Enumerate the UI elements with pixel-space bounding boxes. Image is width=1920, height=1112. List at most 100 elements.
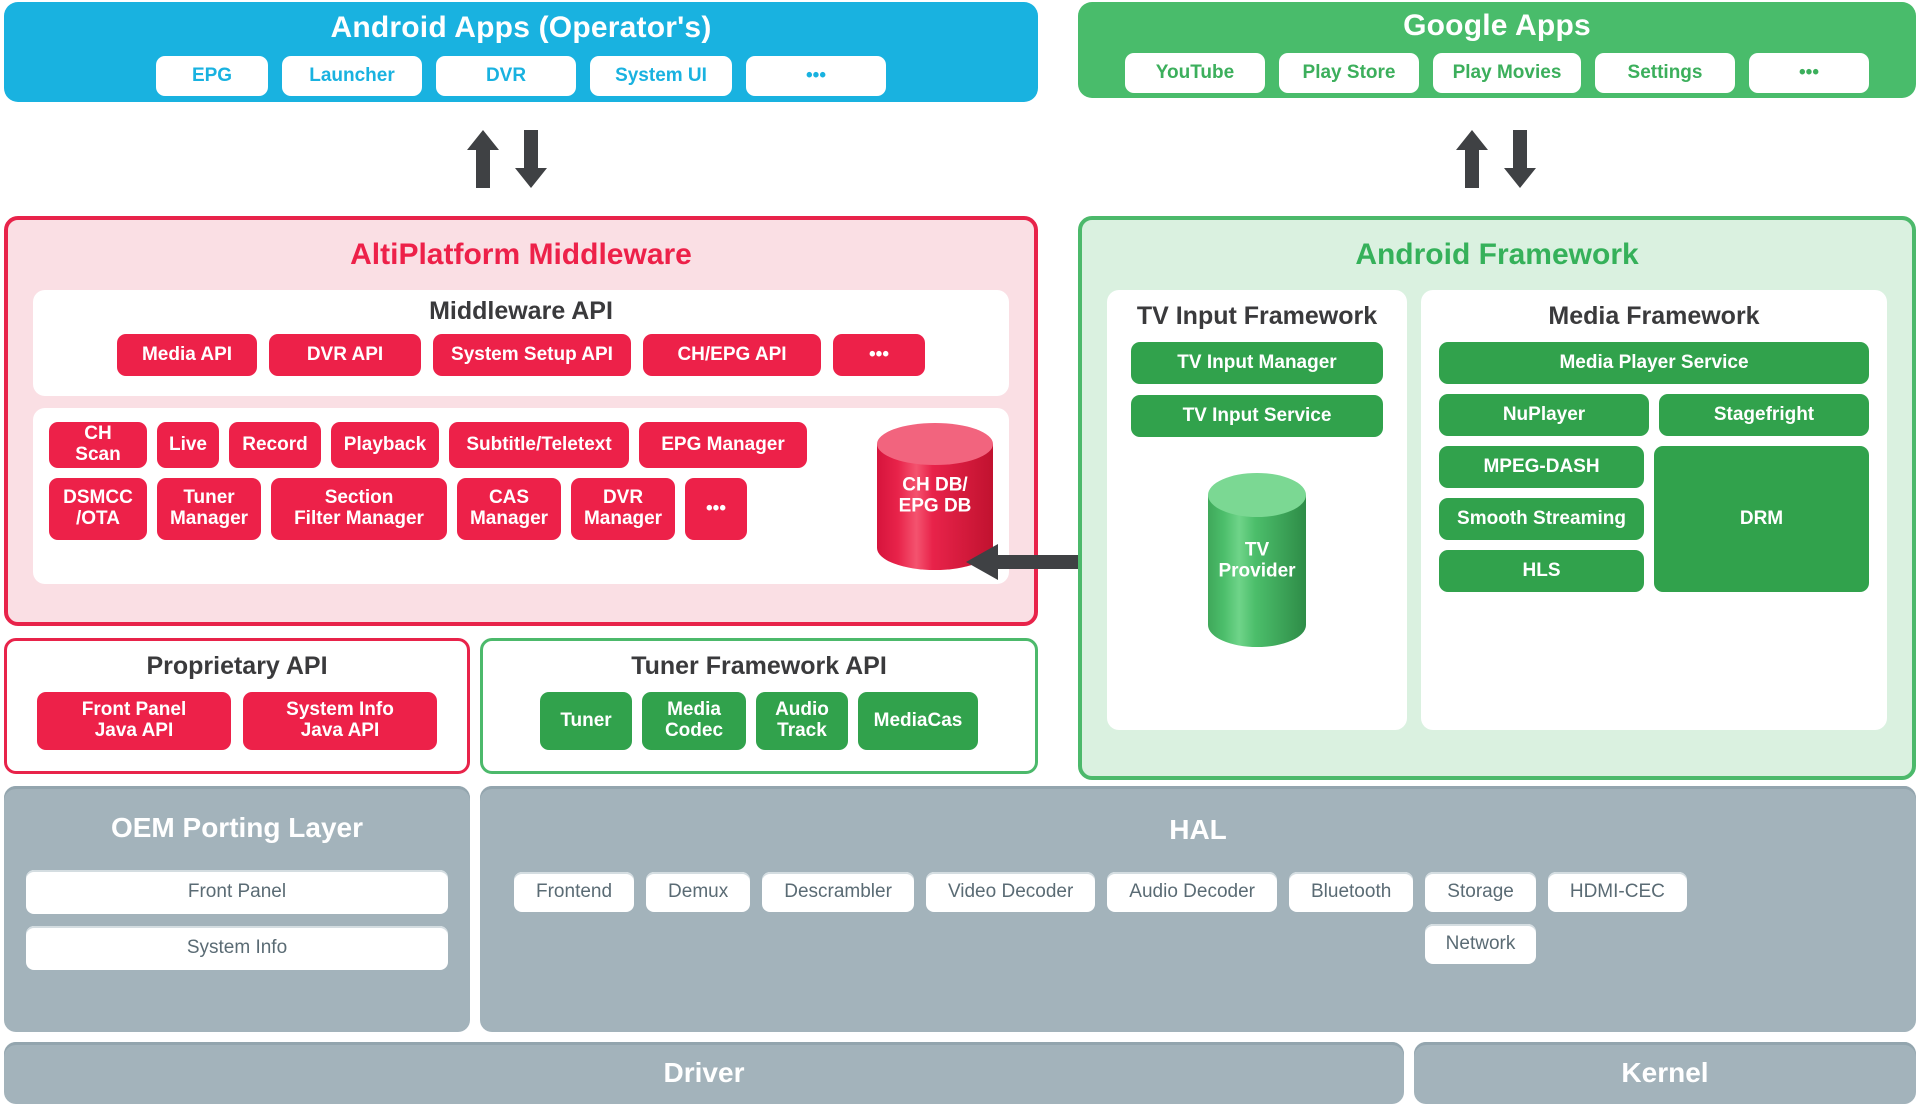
chip-demux[interactable]: Demux [646,872,751,912]
chip-tuner[interactable]: Tuner [540,692,632,750]
middleware-title: AltiPlatform Middleware [350,238,692,271]
hal-row-2: Network [514,924,1882,964]
tv-provider-label: TV Provider [1218,539,1296,582]
module-playback[interactable]: Playback [331,422,439,468]
chip-stagefright[interactable]: Stagefright [1659,394,1869,436]
module-epg-manager[interactable]: EPG Manager [639,422,807,468]
middleware-api-card: Middleware API Media API DVR API System … [33,290,1009,396]
chip-more-icon[interactable]: ••• [833,334,925,376]
app-chip-play-movies[interactable]: Play Movies [1433,53,1581,93]
driver-panel: Driver [4,1042,1404,1104]
chip-storage[interactable]: Storage [1425,872,1536,912]
module-section-filter-manager[interactable]: Section Filter Manager [271,478,447,540]
chip-front-panel-java-api[interactable]: Front Panel Java API [37,692,231,750]
chip-smooth-streaming[interactable]: Smooth Streaming [1439,498,1644,540]
media-framework-title: Media Framework [1548,302,1760,330]
chip-audio-decoder[interactable]: Audio Decoder [1107,872,1277,912]
chip-system-info[interactable]: System Info [26,926,448,970]
tv-input-framework-title: TV Input Framework [1136,302,1378,330]
media-framework-split-row: NuPlayer Stagefright [1439,394,1869,436]
hal-row-1: Frontend Demux Descrambler Video Decoder… [514,872,1882,912]
chip-media-api[interactable]: Media API [117,334,257,376]
app-chip-launcher[interactable]: Launcher [282,56,422,96]
app-chip-more-icon[interactable]: ••• [746,56,886,96]
middleware-modules-row-2: DSMCC /OTA Tuner Manager Section Filter … [49,478,861,540]
oem-porting-layer-title: OEM Porting Layer [110,812,364,843]
hal-title: HAL [1169,814,1227,845]
chip-bluetooth[interactable]: Bluetooth [1289,872,1414,912]
arrow-pair-right [1455,128,1537,190]
module-ch-scan[interactable]: CH Scan [49,422,147,468]
app-chip-settings[interactable]: Settings [1595,53,1735,93]
module-cas-manager[interactable]: CAS Manager [457,478,561,540]
chip-mediacas[interactable]: MediaCas [858,692,978,750]
chip-mpeg-dash[interactable]: MPEG-DASH [1439,446,1644,488]
chip-media-player-service[interactable]: Media Player Service [1439,342,1869,384]
chip-tv-input-service[interactable]: TV Input Service [1131,395,1383,437]
chip-system-setup-api[interactable]: System Setup API [433,334,631,376]
chip-hdmi-cec[interactable]: HDMI-CEC [1547,872,1687,912]
google-apps-panel: Google Apps YouTube Play Store Play Movi… [1078,2,1916,98]
database-cylinder-icon [877,423,993,570]
google-apps-chip-row: YouTube Play Store Play Movies Settings … [1125,53,1869,93]
android-framework-cards: TV Input Framework TV Input Manager TV I… [1107,290,1887,730]
tuner-framework-api-title: Tuner Framework API [631,652,887,680]
module-tuner-manager[interactable]: Tuner Manager [157,478,261,540]
arrow-pair-left [466,128,548,190]
middleware-modules-columns: CH Scan Live Record Playback Subtitle/Te… [49,422,861,540]
hal-rows: Frontend Demux Descrambler Video Decoder… [480,872,1916,964]
android-apps-title: Android Apps (Operator's) [330,11,712,44]
chip-descrambler[interactable]: Descrambler [762,872,914,912]
chip-tv-input-manager[interactable]: TV Input Manager [1131,342,1383,384]
media-framework-card: Media Framework Media Player Service NuP… [1421,290,1887,730]
chip-dvr-api[interactable]: DVR API [269,334,421,376]
app-chip-dvr[interactable]: DVR [436,56,576,96]
app-chip-more-icon[interactable]: ••• [1749,53,1869,93]
chip-system-info-java-api[interactable]: System Info Java API [243,692,437,750]
chip-front-panel[interactable]: Front Panel [26,870,448,914]
altiplatform-middleware-panel: AltiPlatform Middleware Middleware API M… [4,216,1038,626]
chip-network[interactable]: Network [1425,924,1536,964]
module-subtitle-teletext[interactable]: Subtitle/Teletext [449,422,629,468]
chip-drm[interactable]: DRM [1654,446,1869,592]
kernel-panel: Kernel [1414,1042,1916,1104]
tv-provider-database-cylinder: TV Provider [1206,471,1308,651]
ch-epg-database-cylinder: CH DB/ EPG DB [875,422,995,570]
module-live[interactable]: Live [157,422,219,468]
oem-porting-layer-panel: OEM Porting Layer Front Panel System Inf… [4,786,470,1032]
android-apps-chip-row: EPG Launcher DVR System UI ••• [156,56,886,96]
tv-input-framework-card: TV Input Framework TV Input Manager TV I… [1107,290,1407,730]
media-framework-grid: MPEG-DASH Smooth Streaming HLS DRM [1439,446,1869,592]
middleware-api-chip-row: Media API DVR API System Setup API CH/EP… [117,334,925,376]
arrow-up-icon [467,130,499,188]
android-apps-panel: Android Apps (Operator's) EPG Launcher D… [4,2,1038,102]
chip-hls[interactable]: HLS [1439,550,1644,592]
chip-frontend[interactable]: Frontend [514,872,635,912]
module-record[interactable]: Record [229,422,321,468]
kernel-title: Kernel [1621,1057,1709,1088]
app-chip-youtube[interactable]: YouTube [1125,53,1265,93]
arrow-down-icon [515,130,547,188]
database-label: CH DB/ EPG DB [898,474,972,517]
chip-video-decoder[interactable]: Video Decoder [925,872,1096,912]
app-chip-system-ui[interactable]: System UI [590,56,732,96]
chip-ch-epg-api[interactable]: CH/EPG API [643,334,821,376]
proprietary-api-card: Proprietary API Front Panel Java API Sys… [4,638,470,774]
database-cylinder-icon [1208,473,1306,647]
google-apps-title: Google Apps [1403,9,1591,42]
chip-media-codec[interactable]: Media Codec [642,692,746,750]
hal-panel: HAL Frontend Demux Descrambler Video Dec… [480,786,1916,1032]
proprietary-api-chip-row: Front Panel Java API System Info Java AP… [37,692,437,750]
bidirectional-arrow-icon [966,544,1162,580]
middleware-modules-card: CH Scan Live Record Playback Subtitle/Te… [33,408,1009,584]
app-chip-play-store[interactable]: Play Store [1279,53,1419,93]
chip-audio-track[interactable]: Audio Track [756,692,848,750]
chip-nuplayer[interactable]: NuPlayer [1439,394,1649,436]
media-framework-grid-left: MPEG-DASH Smooth Streaming HLS [1439,446,1644,592]
app-chip-epg[interactable]: EPG [156,56,268,96]
module-more-icon[interactable]: ••• [685,478,747,540]
middleware-modules-row-1: CH Scan Live Record Playback Subtitle/Te… [49,422,861,468]
module-dsmcc-ota[interactable]: DSMCC /OTA [49,478,147,540]
module-dvr-manager[interactable]: DVR Manager [571,478,675,540]
